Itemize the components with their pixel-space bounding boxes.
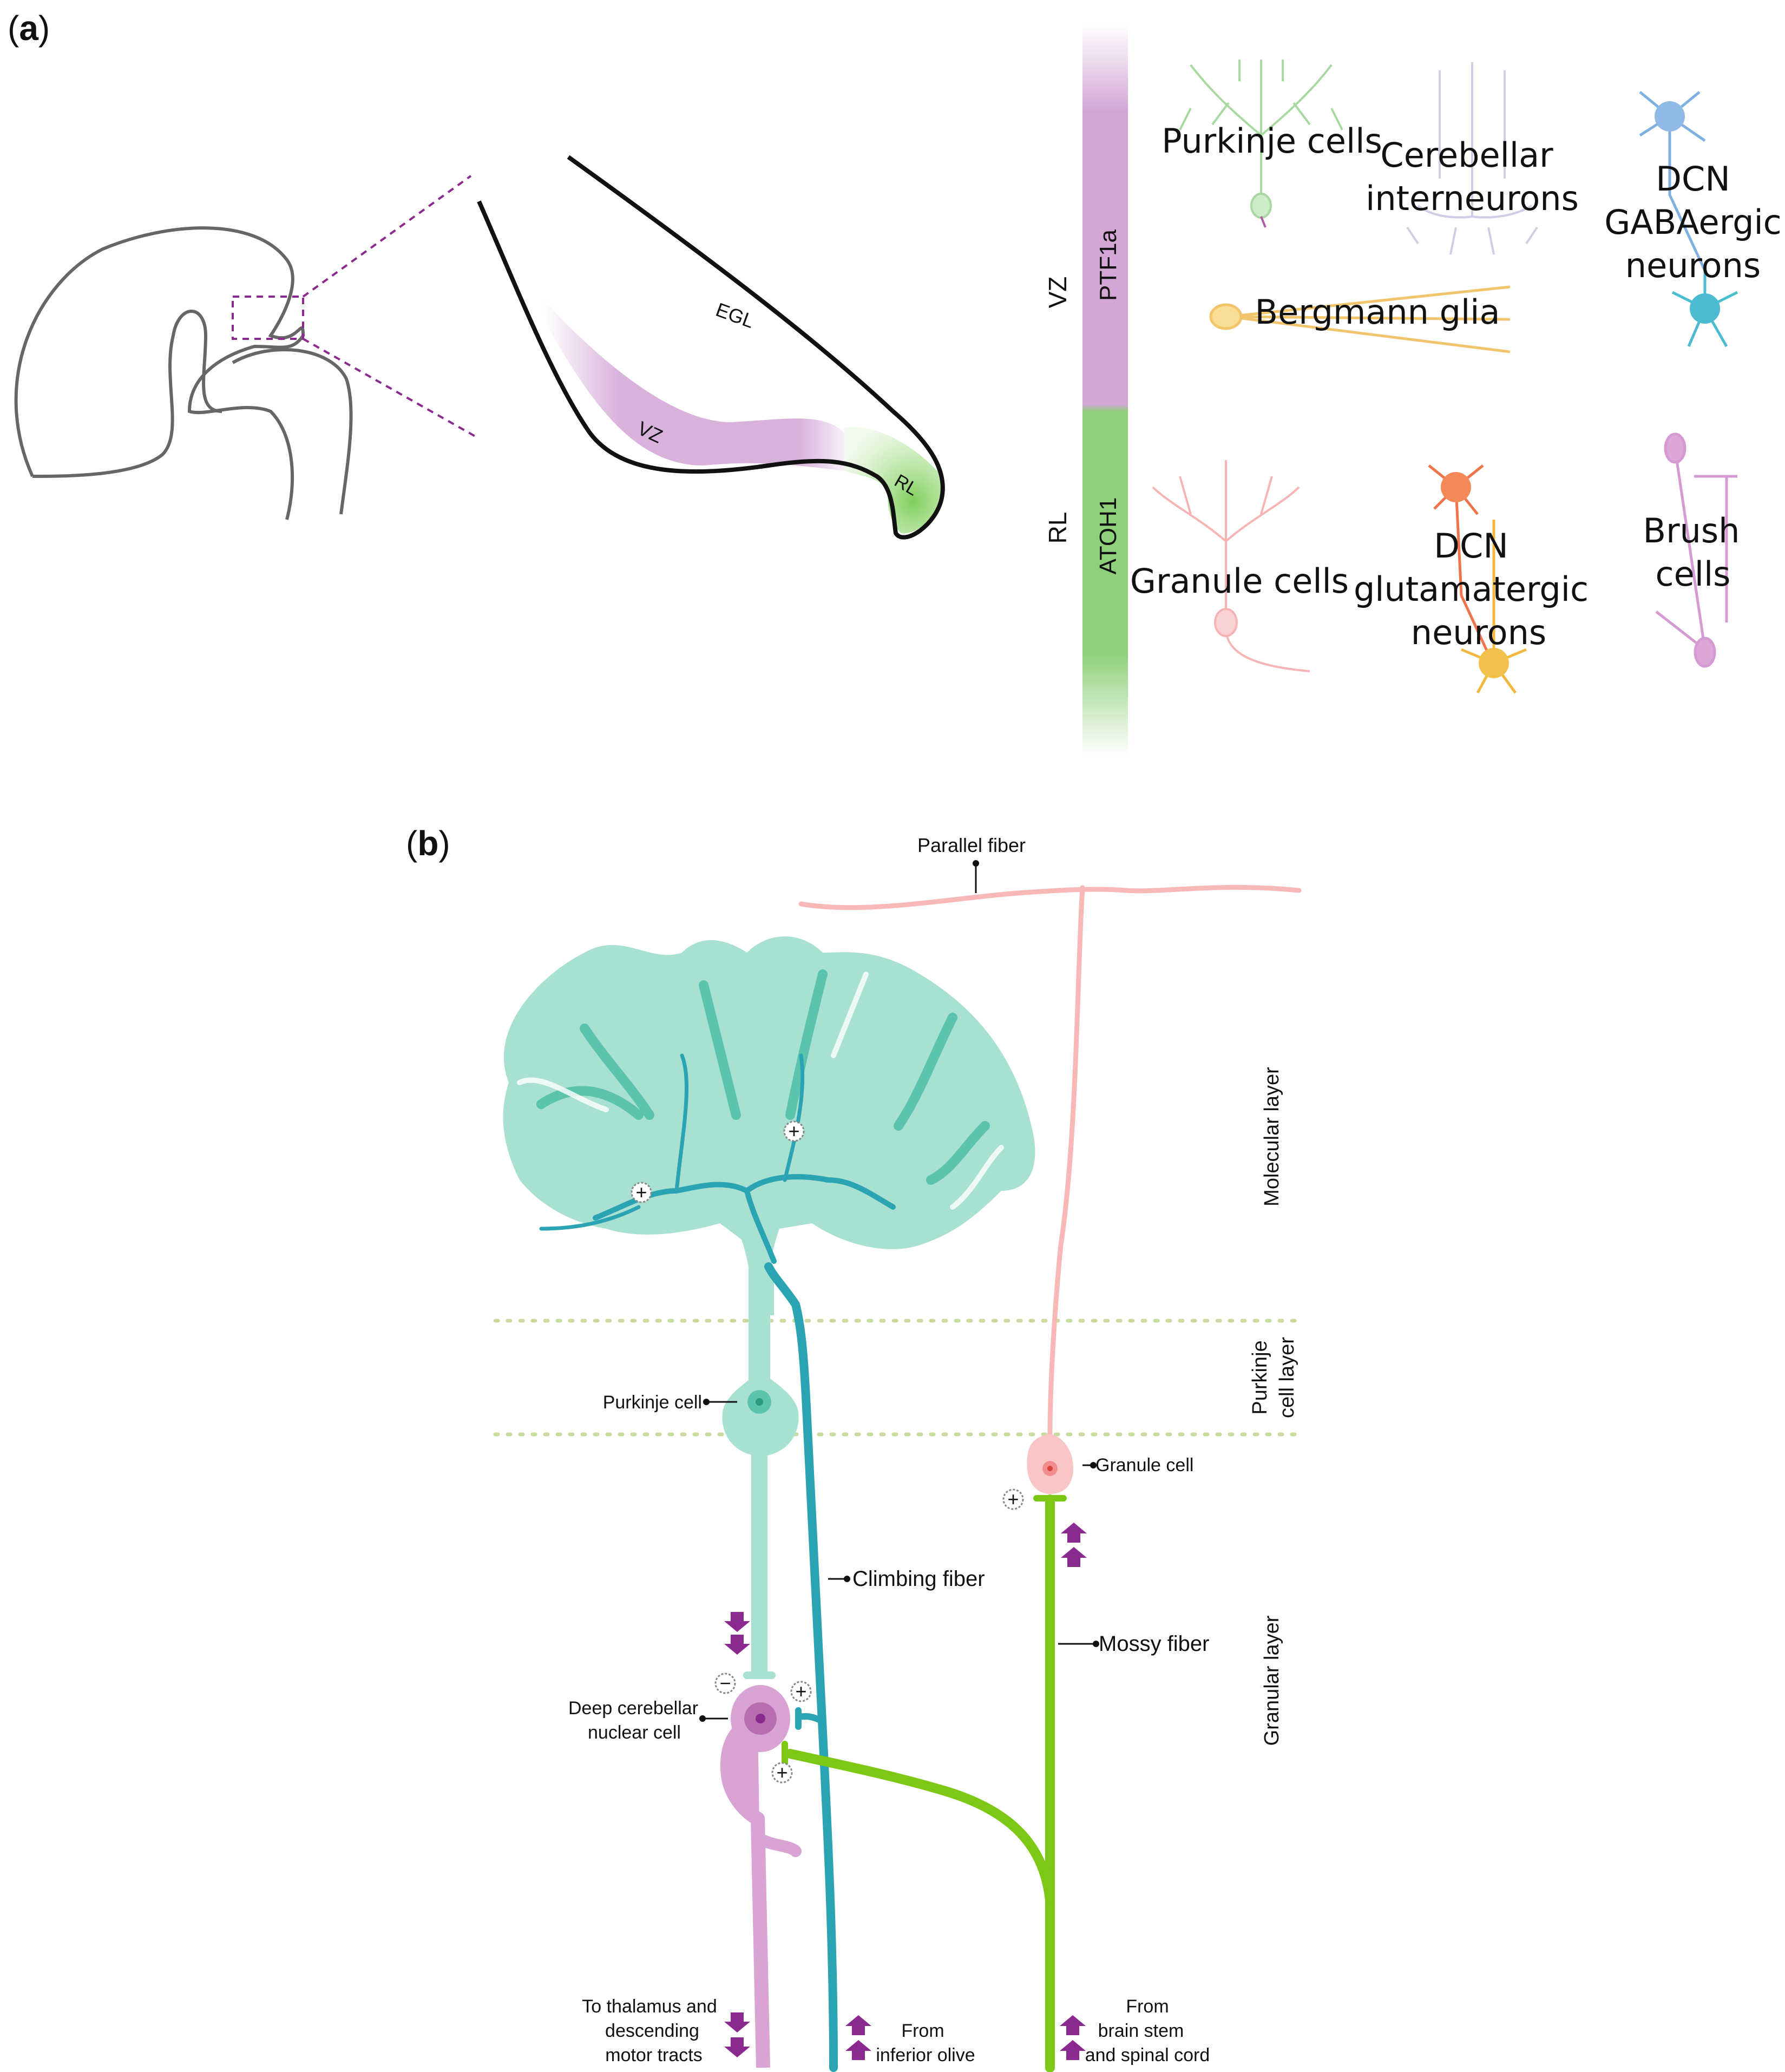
from-olive-label-2: inferior olive: [876, 2045, 975, 2066]
arrow-down-icon: [724, 2012, 750, 2032]
dcn-label: DCN: [1656, 159, 1730, 199]
arrow-up-icon: [845, 2015, 871, 2035]
granule-cell: [1027, 1434, 1074, 1494]
glutamatergic-label: glutamatergic: [1354, 569, 1589, 609]
climbing-fiber-label: Climbing fiber: [852, 1567, 985, 1591]
signal-arrows: [724, 1523, 1087, 2060]
brush-label: Brush: [1643, 511, 1740, 550]
purkinje-layer-label-1: Purkinje: [1249, 1340, 1271, 1414]
to-thalamus-label-2: descending: [605, 2021, 699, 2041]
cerebellum-section: EGL VZ RL: [477, 155, 945, 540]
brush-cell-sketch: [1655, 432, 1737, 668]
purkinje-cells-label: Purkinje cells: [1161, 121, 1382, 161]
svg-text:+: +: [776, 1761, 788, 1784]
arrow-up-icon: [1061, 1547, 1087, 1567]
plus-sign-icon: +: [783, 1120, 805, 1142]
from-brainstem-label-3: and spinal cord: [1085, 2045, 1210, 2066]
glu-neurons-label: neurons: [1411, 613, 1546, 652]
zoom-box: [232, 296, 304, 340]
dcn-glu-label: DCN: [1434, 526, 1508, 566]
mossy-fiber-label: Mossy fiber: [1099, 1632, 1210, 1656]
granule-cell-label: Granule cell: [1095, 1455, 1193, 1476]
purkinje-layer-label-2: cell layer: [1276, 1337, 1298, 1418]
vz-zone-label: VZ: [1044, 277, 1072, 309]
deep-cerebellar-nuclear-cell: [720, 1685, 802, 2068]
neurons-label: neurons: [1625, 246, 1761, 285]
svg-text:+: +: [1007, 1488, 1019, 1510]
bergmann-glia-label: Bergmann glia: [1255, 292, 1500, 332]
molecular-layer-label: Molecular layer: [1261, 1067, 1283, 1207]
to-thalamus-label-1: To thalamus and: [582, 1996, 717, 2017]
synapse-signs: + + + − + +: [631, 1120, 1024, 1784]
panel-a: (a) EGL VZ RL VZ PTF1a RL ATOH1: [8, 9, 1782, 755]
purkinje-cell-label: Purkinje cell: [603, 1392, 702, 1413]
purkinje-cell: [503, 936, 1035, 1679]
granular-layer-label: Granular layer: [1261, 1615, 1283, 1746]
arrow-down-icon: [724, 1635, 750, 1655]
atoh1-label: ATOH1: [1095, 497, 1121, 575]
arrow-down-icon: [724, 1612, 750, 1632]
gabaergic-label: GABAergic: [1604, 202, 1782, 242]
granule-cells-label: Granule cells: [1130, 561, 1349, 601]
arrow-up-icon: [1060, 2040, 1086, 2060]
rl-zone-label: RL: [1044, 512, 1072, 544]
svg-text:+: +: [635, 1181, 647, 1203]
interneurons-label: interneurons: [1366, 179, 1579, 218]
ptf1a-label: PTF1a: [1095, 229, 1121, 301]
svg-text:+: +: [795, 1680, 806, 1702]
plus-sign-icon: +: [790, 1680, 812, 1702]
interneuron-sketch: [1406, 62, 1538, 255]
panel-b: (b): [406, 824, 1307, 2072]
arrow-up-icon: [1060, 2015, 1086, 2035]
leader-lines: [699, 860, 1099, 1722]
from-brainstem-label-2: brain stem: [1098, 2021, 1184, 2041]
brain-outline: [14, 175, 480, 520]
plus-sign-icon: +: [1002, 1488, 1024, 1510]
from-olive-label-1: From: [901, 2021, 944, 2041]
dcn-gabaergic-sketch: [1639, 91, 1738, 347]
arrow-down-icon: [724, 2037, 750, 2057]
svg-text:−: −: [719, 1672, 731, 1694]
to-thalamus-label-3: motor tracts: [605, 2045, 702, 2066]
svg-text:+: +: [788, 1120, 799, 1142]
bergmann-glia-sketch: [1209, 285, 1511, 353]
dcn-cell-label-1: Deep cerebellar: [568, 1698, 698, 1719]
egl-label: EGL: [713, 298, 757, 332]
dcn-cell-label-2: nuclear cell: [588, 1722, 681, 1743]
mossy-fiber: [782, 1494, 1067, 2072]
arrow-up-icon: [845, 2040, 871, 2060]
purkinje-cell-sketch: [1179, 60, 1343, 228]
parallel-fiber-label: Parallel fiber: [917, 834, 1026, 856]
panel-b-label: (b): [406, 824, 450, 863]
minus-sign-icon: −: [714, 1672, 736, 1694]
cells-label: cells: [1656, 554, 1731, 594]
panel-a-label: (a): [8, 9, 50, 48]
granule-cell-sketch: [1152, 460, 1310, 672]
climbing-fiber: [539, 1053, 896, 2072]
arrow-up-icon: [1061, 1523, 1087, 1543]
plus-sign-icon: +: [771, 1761, 793, 1784]
cerebellar-label: Cerebellar: [1380, 135, 1553, 175]
from-brainstem-label-1: From: [1126, 1996, 1169, 2017]
parallel-fiber: [798, 884, 1302, 1464]
dcn-glutamatergic-sketch: [1428, 464, 1527, 694]
plus-sign-icon: +: [631, 1181, 652, 1203]
zone-bar: VZ PTF1a RL ATOH1: [1044, 24, 1128, 755]
